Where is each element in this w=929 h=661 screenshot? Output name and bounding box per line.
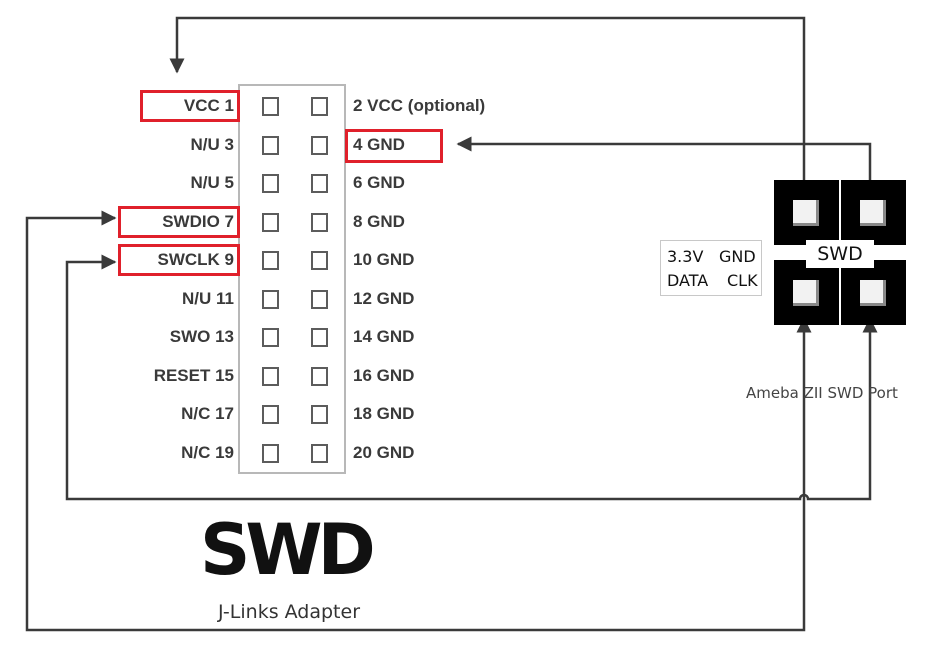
pin-label-left: N/C 19 xyxy=(181,443,234,462)
pin-pad xyxy=(262,251,279,270)
legend-top-right: GND xyxy=(719,247,756,266)
port-pad-icon xyxy=(860,280,886,306)
pin-pad xyxy=(262,367,279,386)
pin-highlight-box xyxy=(140,90,240,122)
pin-label-left: N/U 11 xyxy=(182,289,234,308)
port-pin-legend: 3.3V GND DATA CLK xyxy=(660,240,762,296)
pin-pad xyxy=(262,213,279,232)
pin-label-right: 18 GND xyxy=(353,404,415,423)
pin-label-left: RESET 15 xyxy=(153,366,234,385)
swd-logo-text: SWD xyxy=(200,509,376,591)
pin-label-left: N/U 3 xyxy=(190,135,234,154)
pin-pad xyxy=(262,290,279,309)
pin-pad xyxy=(311,405,328,424)
pin-label-right: 20 GND xyxy=(353,443,415,462)
pin-pad xyxy=(311,213,328,232)
wire-swclk xyxy=(65,254,878,501)
port-title: SWD xyxy=(806,240,874,268)
legend-top-left: 3.3V xyxy=(667,247,704,266)
pin-highlight-box xyxy=(118,206,240,238)
pin-pad xyxy=(311,444,328,463)
pin-pad xyxy=(311,136,328,155)
legend-bottom-right: CLK xyxy=(727,271,758,290)
pin-label-left: N/U 5 xyxy=(190,173,234,192)
pin-label-right: 8 GND xyxy=(353,212,405,231)
pin-label-left: SWO 13 xyxy=(169,327,234,346)
pin-label-left: VCC 1 xyxy=(183,96,234,115)
port-pad-icon xyxy=(793,280,819,306)
pin-highlight-box xyxy=(345,129,443,163)
pin-label-right: 16 GND xyxy=(353,366,415,385)
pin-pad xyxy=(262,444,279,463)
pin-pad xyxy=(311,290,328,309)
connector-header xyxy=(238,84,346,474)
pin-highlight-box xyxy=(118,244,240,276)
pin-label-right: 10 GND xyxy=(353,250,415,269)
wire-vcc xyxy=(169,16,812,206)
port-pad-icon xyxy=(860,200,886,226)
pin-label-left: SWCLK 9 xyxy=(157,250,235,269)
pin-pad xyxy=(262,328,279,347)
pin-label-right: 12 GND xyxy=(353,289,415,308)
pin-pad xyxy=(262,136,279,155)
pin-pad xyxy=(311,97,328,116)
pin-label-left: N/C 17 xyxy=(181,404,234,423)
pin-pad xyxy=(262,174,279,193)
pin-pad xyxy=(311,328,328,347)
legend-bottom-left: DATA xyxy=(667,271,709,290)
port-pin-clk xyxy=(841,260,906,325)
pin-pad xyxy=(311,174,328,193)
pin-label-right: 2 VCC (optional) xyxy=(353,96,486,115)
wire-swdio xyxy=(25,210,812,632)
port-pad-icon xyxy=(793,200,819,226)
adapter-caption: J-Links Adapter xyxy=(218,601,361,623)
pin-label-left: SWDIO 7 xyxy=(162,212,234,231)
pin-pad xyxy=(311,367,328,386)
pin-pad xyxy=(262,405,279,424)
pin-label-right: 14 GND xyxy=(353,327,415,346)
pin-pad xyxy=(311,251,328,270)
port-pin-data xyxy=(774,260,839,325)
port-caption: Ameba ZII SWD Port xyxy=(746,384,898,402)
pin-pad xyxy=(262,97,279,116)
port-pin-gnd xyxy=(841,180,906,245)
pin-label-right: 4 GND xyxy=(353,135,405,154)
pin-label-right: 6 GND xyxy=(353,173,405,192)
port-pin-vcc xyxy=(774,180,839,245)
